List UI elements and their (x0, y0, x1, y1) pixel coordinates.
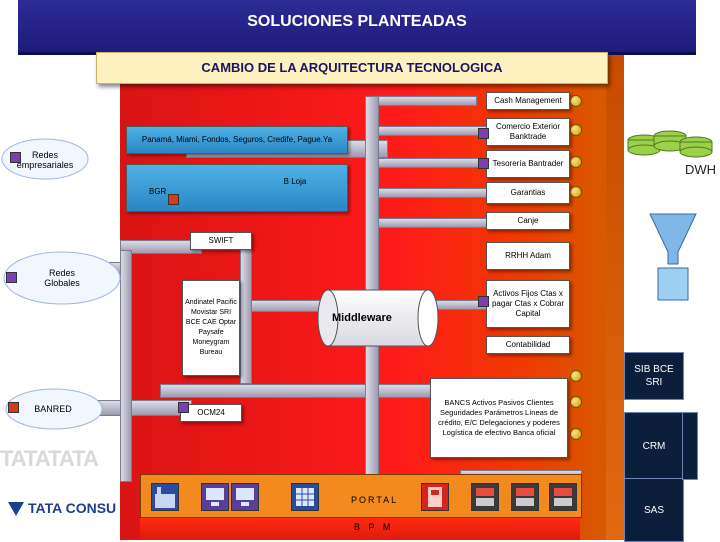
module-canje[interactable]: Canje (486, 212, 570, 230)
pipe-list-vertical (240, 232, 252, 384)
connector-square-icon (478, 128, 489, 139)
funnel-icon (648, 212, 698, 302)
module-sas[interactable]: SAS (624, 478, 684, 542)
connector-square-icon (168, 194, 179, 205)
bpm-strip: B P M (140, 518, 580, 540)
factory-icon (151, 483, 179, 511)
connector-square-icon (8, 402, 19, 413)
module-crm[interactable]: CRM (624, 412, 684, 480)
connector-square-icon (178, 402, 189, 413)
status-dot-icon (570, 370, 582, 382)
atm-icon (421, 483, 449, 511)
cloud-icon (3, 251, 121, 305)
status-dot-icon (570, 156, 582, 168)
connector-square-icon (10, 152, 21, 163)
computer-user-icon (201, 483, 229, 511)
pipe-left-vertical (120, 250, 132, 482)
channel-loja: B Loja (283, 177, 307, 186)
status-dot-icon (570, 95, 582, 107)
computer-user-icon (231, 483, 259, 511)
connector-square-icon (478, 296, 489, 307)
cloud-icon (5, 388, 103, 430)
module-garantias[interactable]: Garantias (486, 182, 570, 204)
pipe-main-vertical (365, 96, 379, 478)
module-rrhh[interactable]: RRHH Adam (486, 242, 570, 270)
module-comercio-exterior[interactable]: Comercio Exterior Banktrade (486, 118, 570, 146)
pipe-garantias (365, 188, 487, 198)
bpm-label: B P M (354, 522, 394, 532)
module-cash-management[interactable]: Cash Management (486, 92, 570, 110)
cloud-redes-empresariales[interactable]: Redes empresariales (0, 136, 90, 182)
status-dot-icon (570, 396, 582, 408)
kiosk-icon (471, 483, 499, 511)
module-activos-fijos[interactable]: Activos Fijos Ctas x pagar Ctas x Cobrar… (486, 280, 570, 328)
cloud-redes-globales[interactable]: Redes Globales (2, 250, 122, 306)
cloud-banred[interactable]: BANRED (4, 386, 104, 432)
module-bancs[interactable]: BANCS Activos Pasivos Clientes Seguridad… (430, 378, 568, 458)
pipe-comercio (365, 126, 487, 136)
status-dot-icon (570, 428, 582, 440)
diagram-side-strip (606, 52, 624, 540)
dwh-database-icon (624, 128, 716, 184)
channel-panama[interactable]: Panamá, Miami, Fondos, Seguros, Credife,… (126, 126, 348, 154)
portal-strip[interactable]: PORTAL (140, 474, 582, 518)
channel-bgr: BGR (149, 187, 167, 196)
middleware-label: Middleware (332, 312, 392, 324)
cloud-label: Redes empresariales (16, 150, 74, 170)
pipe-tesoreria (365, 158, 487, 168)
middleware-cylinder[interactable]: Middleware (317, 288, 446, 348)
crm-side-panel (682, 412, 698, 480)
page-title: SOLUCIONES PLANTEADAS (18, 0, 696, 55)
building-icon (291, 483, 319, 511)
cloud-label: Redes Globales (44, 268, 80, 288)
channel-swift[interactable]: SWIFT (190, 232, 252, 250)
module-sib-bce-sri[interactable]: SIB BCE SRI (624, 352, 684, 400)
channel-ocm24[interactable]: OCM24 (180, 404, 242, 422)
kiosk-icon (511, 483, 539, 511)
cloud-icon (1, 138, 89, 180)
pipe-bancs (160, 384, 432, 398)
logo-icon (6, 500, 26, 518)
channel-external-list[interactable]: Andinatel Pacific Movistar SRI BCE CAE O… (182, 280, 240, 376)
cloud-label: BANRED (34, 404, 72, 414)
channel-bgr-loja[interactable]: BGR B Loja (126, 164, 348, 212)
pipe-canje (365, 218, 487, 228)
page-subtitle: CAMBIO DE LA ARQUITECTURA TECNOLOGICA (96, 52, 608, 84)
dwh-label: DWH (684, 162, 716, 177)
portal-label: PORTAL (351, 495, 399, 505)
connector-square-icon (478, 158, 489, 169)
pipe-list (240, 300, 322, 312)
pipe-cash (365, 96, 477, 106)
status-dot-icon (570, 124, 582, 136)
connector-square-icon (6, 272, 17, 283)
watermark-text: TATATATA (0, 446, 99, 471)
module-tesoreria[interactable]: Tesorería Bantrader (486, 150, 570, 178)
middleware-cylinder-icon (317, 289, 439, 347)
company-logo: TATA CONSU (28, 500, 117, 516)
kiosk-icon (549, 483, 577, 511)
status-dot-icon (570, 186, 582, 198)
module-contabilidad[interactable]: Contabilidad (486, 336, 570, 354)
